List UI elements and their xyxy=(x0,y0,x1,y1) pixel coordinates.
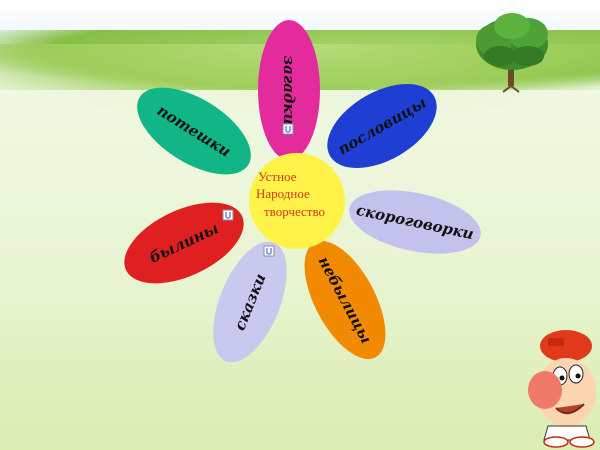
small-link-icon[interactable] xyxy=(263,245,275,257)
center-circle xyxy=(249,153,345,249)
petal-label: загадки xyxy=(280,56,298,125)
center-line-2: Народное xyxy=(256,186,310,201)
small-link-icon[interactable] xyxy=(222,209,234,221)
petal-shape xyxy=(124,202,244,284)
petal-zagadki: загадки xyxy=(258,20,320,160)
petal-shape xyxy=(349,190,481,254)
tree-icon xyxy=(476,13,548,93)
petal-skorogovorki: скороговорки xyxy=(349,190,481,254)
flower-center: Устное Народное творчество xyxy=(249,153,345,249)
petal-shape xyxy=(213,241,287,363)
petal-nebylitsy: небылицы xyxy=(304,240,386,360)
cartoon-character-icon xyxy=(528,330,596,448)
petal-skazki: сказки xyxy=(213,241,287,363)
petal-shape xyxy=(327,83,437,169)
center-line-1: Устное xyxy=(258,169,297,184)
petal-poteshki: потешки xyxy=(137,87,251,175)
petal-shape xyxy=(137,87,251,175)
petal-poslovitsy: пословицы xyxy=(327,83,437,169)
center-line-3: творчество xyxy=(264,204,325,219)
petal-byliny: былины xyxy=(124,202,244,284)
small-link-icon[interactable] xyxy=(282,123,294,135)
petal-shape xyxy=(258,20,320,160)
petal-shape xyxy=(304,240,386,360)
